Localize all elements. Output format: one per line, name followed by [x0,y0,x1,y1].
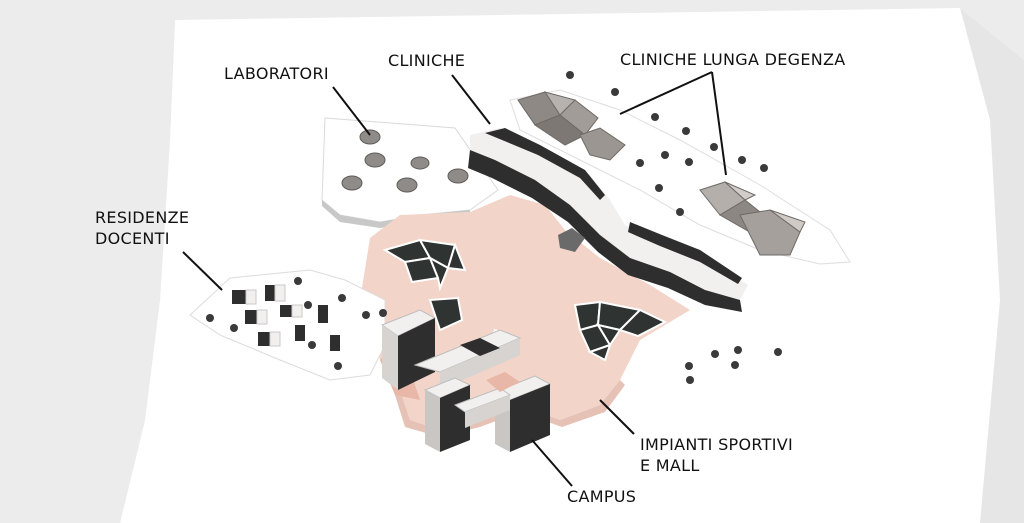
small-pavilion [558,228,585,252]
campus-buildings [380,309,552,452]
cliniche-building-top [470,128,748,300]
plaza-edge [395,380,625,437]
palm-trees [206,71,782,384]
residenze-buildings [232,285,340,351]
leader-laboratori [332,86,371,136]
residenze-buildings-light [245,284,303,347]
cliniche-building-facade [468,150,742,312]
label-residenze-docenti: RESIDENZE DOCENTI [95,208,190,248]
laboratori-domes [341,129,469,193]
leader-lunga-b [711,71,727,176]
site-shadow [20,20,175,523]
label-campus: CAMPUS [567,487,637,506]
label-impianti-sportivi: IMPIANTI SPORTIVI E MALL [640,435,793,475]
laboratori-platform-edge [322,200,470,228]
lunga-degenza-roofs-a [517,91,626,161]
label-cliniche: CLINICHE [388,51,466,70]
label-laboratori: LABORATORI [224,64,329,83]
cliniche-building-top-dark [485,128,605,200]
cliniche-building-top-dark-2 [628,222,742,284]
leader-impianti [599,399,635,435]
leader-campus [531,439,573,487]
label-cliniche-lunga-degenza: CLINICHE LUNGA DEGENZA [620,50,846,69]
leader-lines [182,71,727,487]
leader-lunga-a [619,71,713,115]
leader-residenze [182,251,223,291]
site-shadow-right [960,8,1024,523]
leader-cliniche [451,74,491,125]
lunga-degenza-roofs-b [699,181,806,256]
